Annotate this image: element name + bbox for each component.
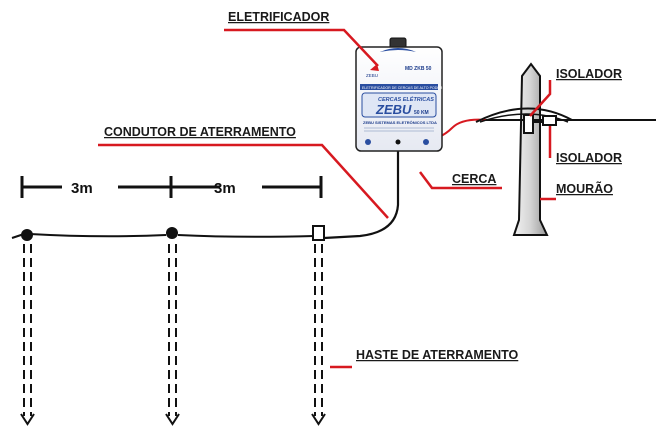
device-arc-text: CERCAS ELÉTRICAS — [378, 95, 434, 103]
label-grounding-conductor: CONDUTOR DE ATERRAMENTO — [104, 125, 296, 139]
label-grounding-rod: HASTE DE ATERRAMENTO — [356, 348, 519, 362]
fence-terminal-icon — [423, 139, 429, 145]
device-model: MD ZKB 50 — [405, 66, 432, 72]
grounding-rod-3 — [311, 225, 326, 426]
electrifier-device: ZEBU MD ZKB 50 ELETRIFICADOR DE CERCAS D… — [355, 37, 443, 152]
distance-markers — [20, 176, 323, 198]
fence-post — [475, 62, 656, 236]
leader-lines — [98, 28, 556, 369]
ground-terminal-icon — [365, 139, 371, 145]
device-company: ZEBU SISTEMAS ELETRÔNICOS LTDA — [363, 120, 437, 125]
label-insulator-bottom: ISOLADOR — [556, 151, 622, 165]
svg-text:ZEBU: ZEBU — [366, 73, 378, 78]
device-brand: ZEBU — [375, 102, 412, 117]
grounding-rod-1 — [20, 229, 35, 426]
label-post: MOURÃO — [556, 181, 613, 196]
device-range: 50 KM — [414, 110, 429, 116]
grounding-conductor-wire — [323, 140, 400, 240]
grounding-rod-2 — [165, 227, 180, 426]
label-insulator-top: ISOLADOR — [556, 67, 622, 81]
device-subtitle: ELETRIFICADOR DE CERCAS DE ALTO PODER — [362, 86, 443, 90]
ground-wire — [11, 233, 315, 239]
label-fence: CERCA — [452, 172, 496, 186]
distance-label-second: 3m — [214, 180, 236, 197]
distance-label-first: 3m — [71, 180, 93, 197]
earth-terminal-icon — [395, 139, 401, 145]
label-electrifier: ELETRIFICADOR — [228, 10, 329, 24]
